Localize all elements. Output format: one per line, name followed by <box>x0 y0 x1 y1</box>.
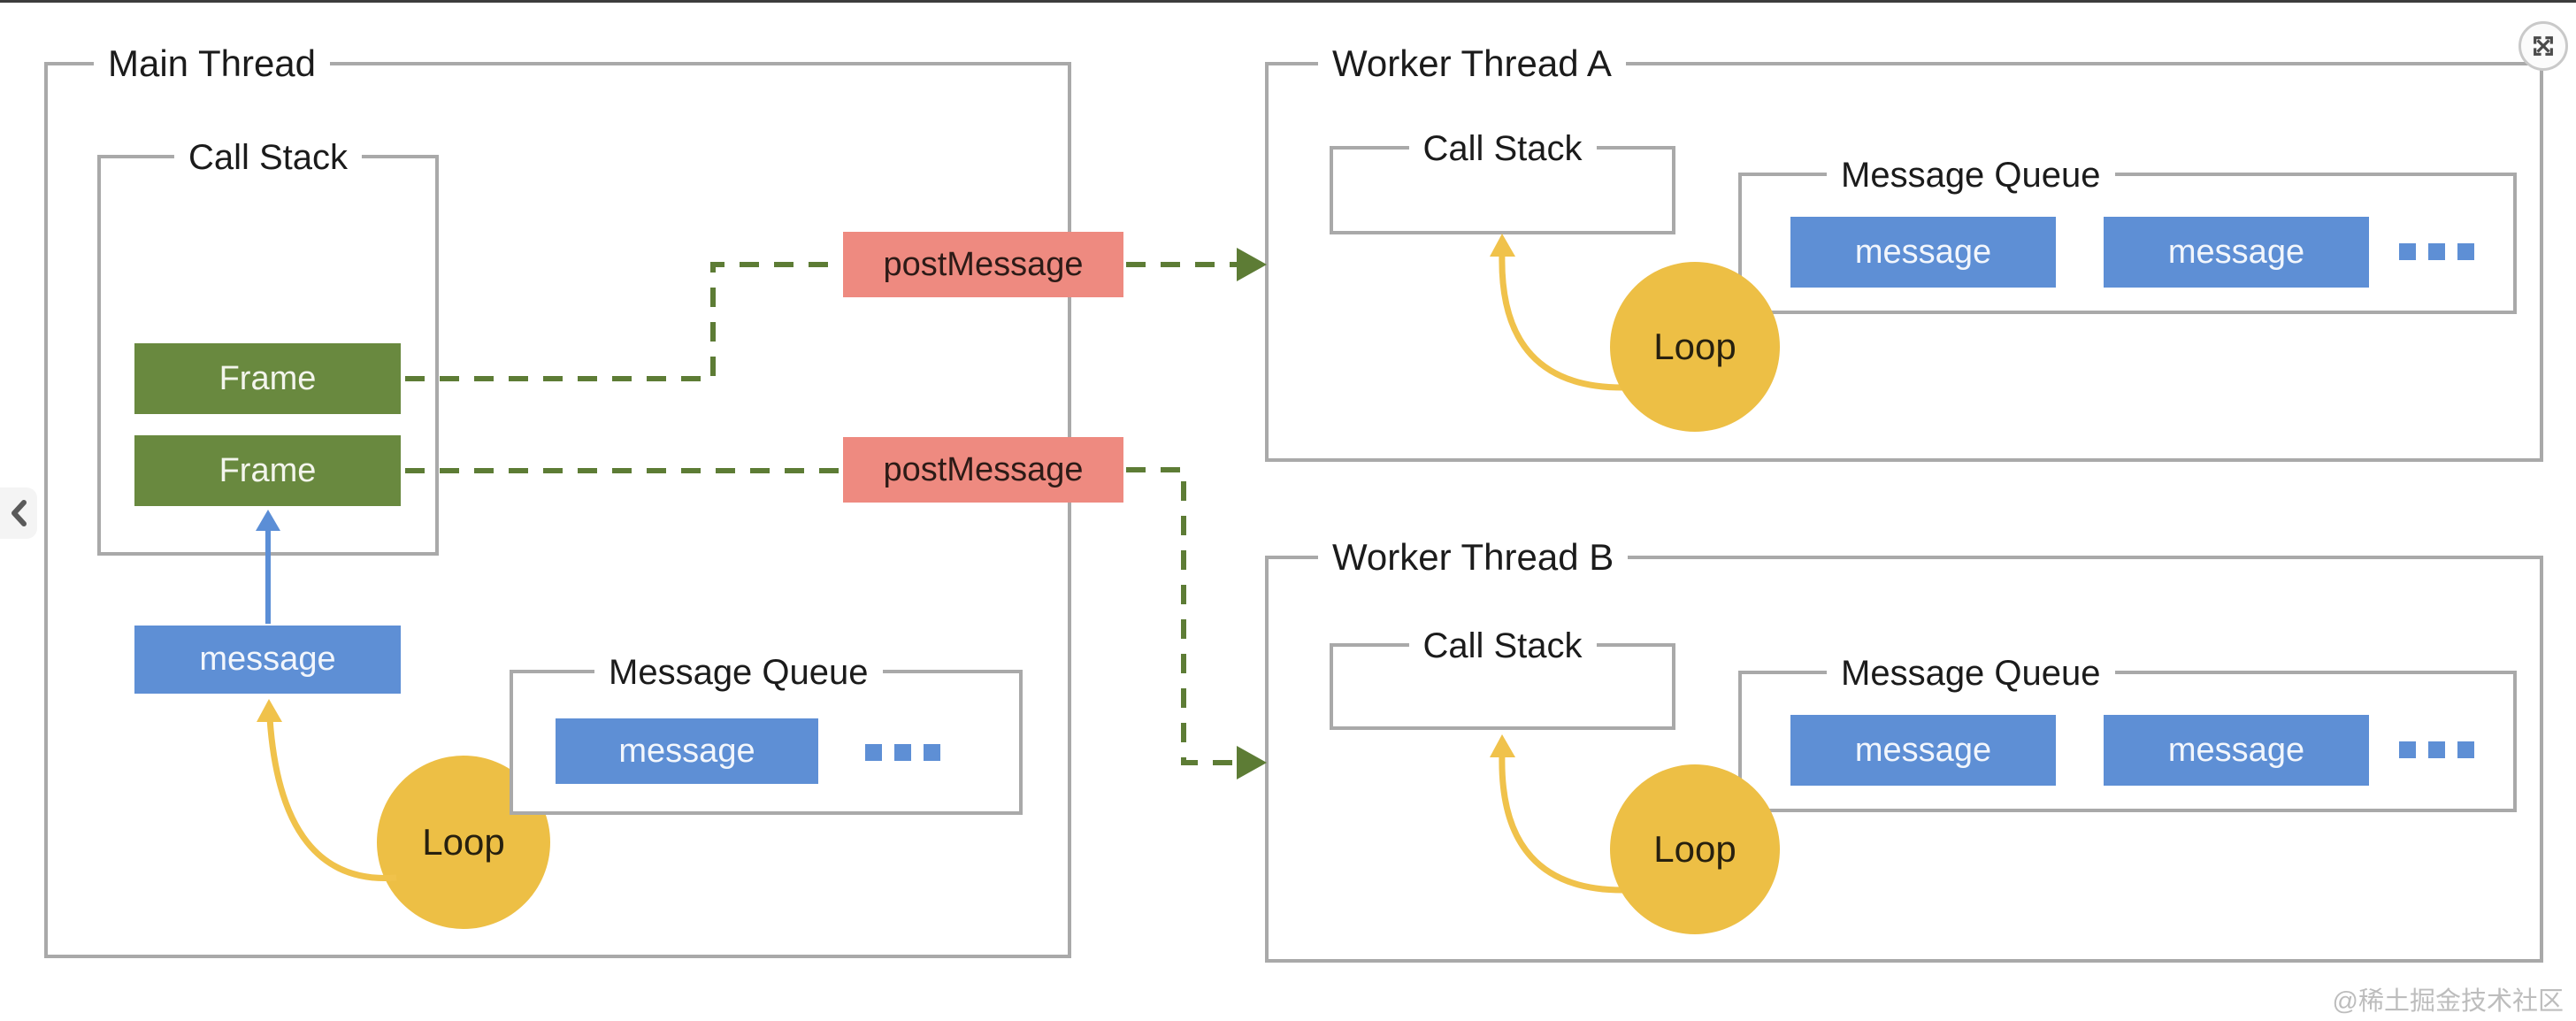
stack-frame: Frame <box>134 343 401 414</box>
post-message-chip: postMessage <box>843 437 1123 503</box>
worker-thread-a-box: Worker Thread A Call Stack Message Queue… <box>1265 39 2543 462</box>
worker-a-message-queue-title: Message Queue <box>1827 151 2115 199</box>
ellipsis-dots-icon <box>865 744 940 761</box>
post-message-chip: postMessage <box>843 232 1123 297</box>
arrowhead-into-worker-b <box>1237 746 1267 779</box>
dashed-connector-postmessage2-workerB <box>1126 467 1242 765</box>
top-border-line <box>0 0 2576 3</box>
ellipsis-dots-icon <box>2399 741 2474 758</box>
expand-image-button[interactable] <box>2518 21 2568 71</box>
watermark-text: @稀土掘金技术社区 <box>2332 987 2564 1016</box>
main-loop-label: Loop <box>422 821 505 863</box>
ellipsis-dots-icon <box>2399 243 2474 260</box>
queued-message-chip: message <box>1790 715 2056 786</box>
main-thread-title: Main Thread <box>94 39 331 88</box>
worker-a-event-loop: Loop <box>1610 262 1780 432</box>
chevron-left-icon <box>12 500 27 526</box>
main-message-queue-box: Message Queue message <box>510 649 1023 815</box>
main-call-stack-title: Call Stack <box>173 134 363 181</box>
queued-message-chip: message <box>2104 715 2369 786</box>
worker-b-event-loop: Loop <box>1610 764 1780 934</box>
stack-frame: Frame <box>134 435 401 506</box>
pending-message-chip: message <box>134 626 401 694</box>
arrowhead-into-worker-a <box>1237 248 1267 281</box>
queued-message-chip: message <box>556 718 818 784</box>
worker-b-call-stack-title: Call Stack <box>1408 622 1597 670</box>
main-thread-box: Main Thread Call Stack Frame Frame messa… <box>44 39 1071 958</box>
worker-b-loop-label: Loop <box>1653 828 1736 870</box>
worker-a-call-stack-box: Call Stack <box>1330 125 1675 234</box>
worker-a-call-stack-title: Call Stack <box>1408 125 1597 173</box>
worker-b-title: Worker Thread B <box>1318 533 1629 582</box>
main-call-stack-box: Call Stack Frame Frame <box>97 134 439 556</box>
queued-message-chip: message <box>2104 217 2369 288</box>
worker-a-message-queue-box: Message Queue message message <box>1738 151 2517 314</box>
worker-thread-b-box: Worker Thread B Call Stack Message Queue… <box>1265 533 2543 963</box>
previous-image-button[interactable] <box>0 487 37 539</box>
worker-a-title: Worker Thread A <box>1318 39 1626 88</box>
expand-arrows-icon <box>2534 36 2553 56</box>
worker-b-message-queue-title: Message Queue <box>1827 649 2115 697</box>
worker-a-loop-label: Loop <box>1653 326 1736 367</box>
queued-message-chip: message <box>1790 217 2056 288</box>
worker-b-call-stack-box: Call Stack <box>1330 622 1675 730</box>
worker-b-message-queue-box: Message Queue message message <box>1738 649 2517 812</box>
main-message-queue-title: Message Queue <box>594 649 883 696</box>
